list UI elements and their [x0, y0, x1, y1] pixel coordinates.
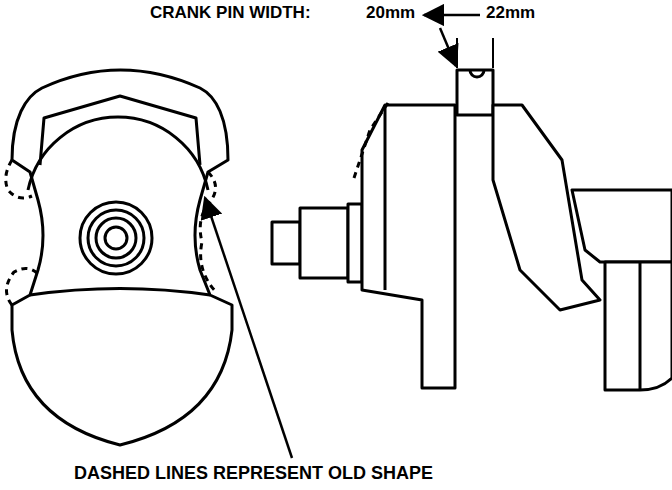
old-shape-dashed [354, 100, 390, 178]
dimension-value: 22mm [486, 4, 535, 23]
main-journal [300, 208, 348, 278]
flange-edge [639, 262, 642, 390]
web-edge [384, 105, 387, 290]
lower-lobe-edge [30, 289, 210, 296]
width-change-arrow [424, 14, 480, 17]
dimension-caption: CRANK PIN WIDTH: [150, 4, 311, 23]
leader-lines [205, 15, 480, 458]
dimension-extension [457, 38, 493, 68]
crank-web [362, 105, 455, 388]
old-shape-dashed [6, 160, 32, 198]
web-outline [12, 70, 232, 445]
crank-pin [457, 70, 493, 115]
old-shape-dashed [200, 172, 216, 292]
output-shaft [572, 190, 672, 262]
crankshaft-side-view [272, 38, 672, 390]
hub-ring [88, 210, 144, 266]
hub-ring [105, 227, 127, 249]
shaft-stub [272, 222, 300, 264]
oil-hole [470, 70, 484, 77]
leader-line [440, 28, 456, 66]
note-text: DASHED LINES REPRESENT OLD SHAPE [74, 464, 433, 484]
leader-line [205, 198, 292, 458]
journal-collar [348, 204, 362, 282]
web-inner-edge [40, 96, 200, 165]
dimension-value: 20mm [366, 4, 415, 23]
hub-arc [28, 117, 208, 190]
hub-ring [80, 202, 152, 274]
old-shape-dashed [6, 268, 38, 305]
flange [605, 262, 672, 390]
crank-web-front-view [6, 70, 232, 445]
hub-ring [96, 218, 136, 258]
